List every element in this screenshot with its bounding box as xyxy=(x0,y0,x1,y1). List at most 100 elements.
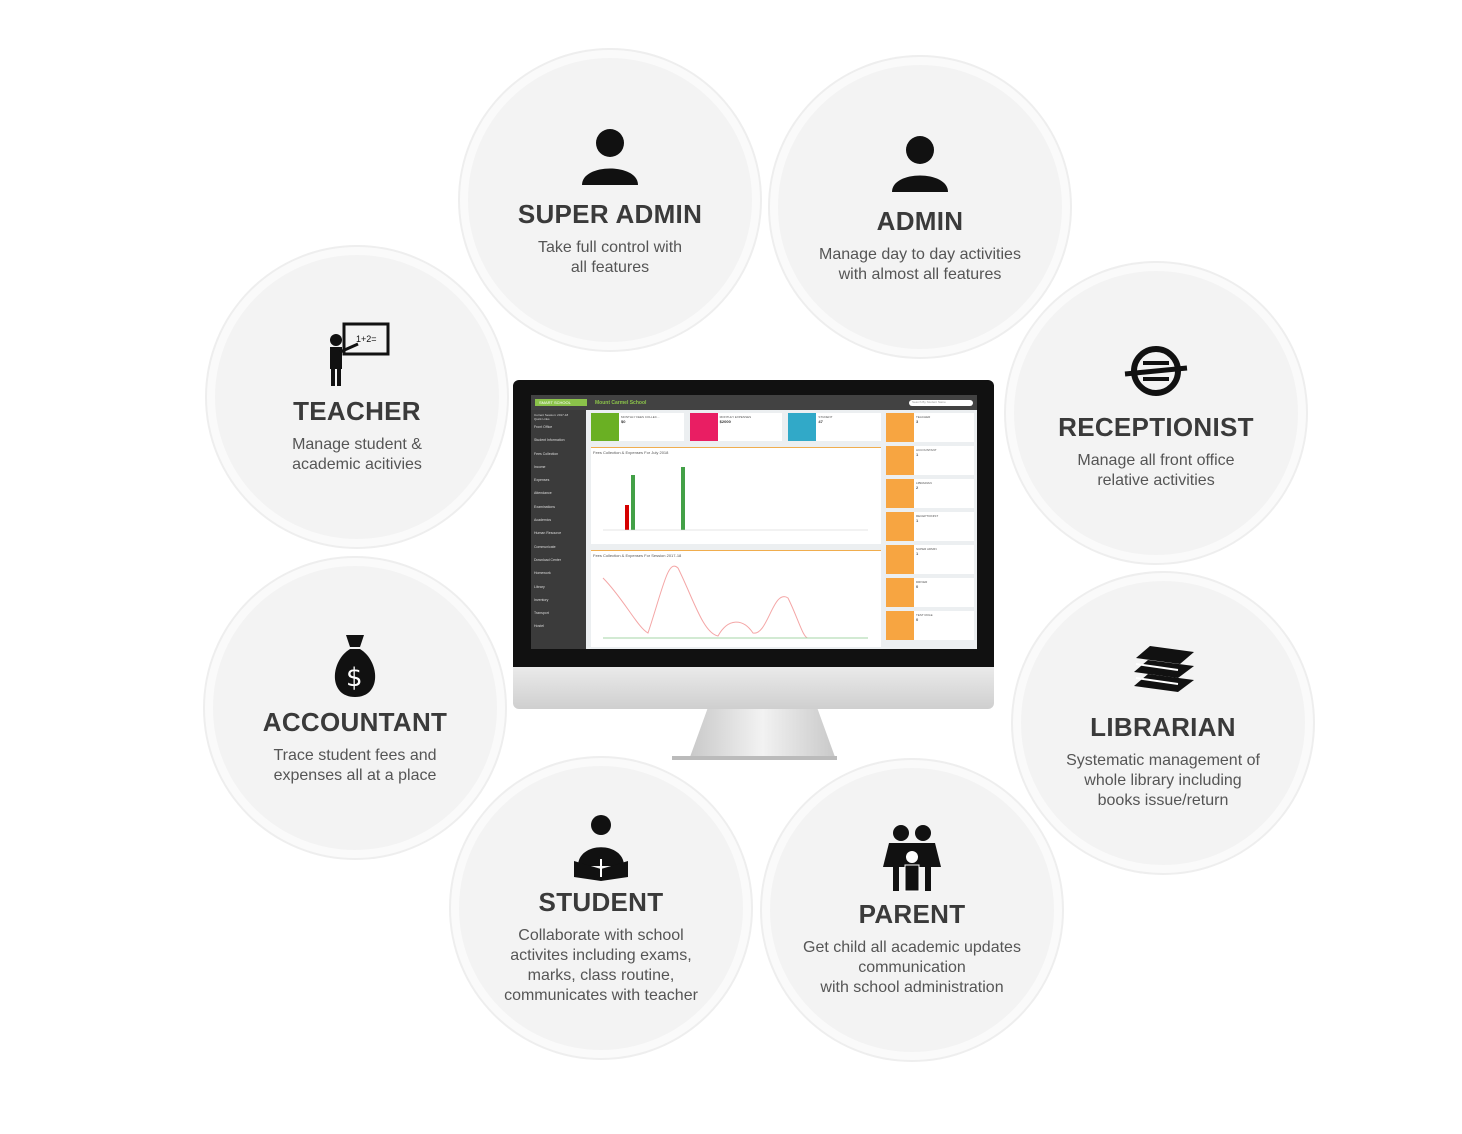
search-input[interactable]: Search By Student Name xyxy=(909,399,973,406)
role-description: Systematic management of whole library i… xyxy=(1066,751,1260,809)
sidebar-item[interactable]: Hostel xyxy=(534,624,544,629)
staff-label: TEST ROLE xyxy=(916,613,933,617)
money-bag-icon: $ xyxy=(334,634,376,697)
person-icon xyxy=(892,135,948,192)
monitor: SMART SCHOOL Mount Carmel School Search … xyxy=(513,380,994,710)
books-icon xyxy=(1134,645,1194,692)
dashboard-screen: SMART SCHOOL Mount Carmel School Search … xyxy=(531,395,977,649)
role-description: Manage all front office relative activit… xyxy=(1077,451,1235,489)
sidebar-item[interactable]: Attendance xyxy=(534,491,552,496)
monitor-stand xyxy=(690,709,835,757)
user-icon xyxy=(886,611,914,640)
bar-chart xyxy=(603,467,868,531)
role-card-super-admin: SUPER ADMIN Take full control with all fe… xyxy=(460,50,760,350)
school-name: Mount Carmel School xyxy=(595,399,647,406)
staff-count: 0 xyxy=(916,617,919,622)
sidebar-item[interactable]: Homework xyxy=(534,571,551,576)
sidebar-item[interactable]: Examinations xyxy=(534,504,556,509)
staff-count: 1 xyxy=(916,452,919,457)
sidebar-item[interactable]: Student Information xyxy=(534,438,565,443)
staff-count: 3 xyxy=(916,419,919,424)
sidebar-item[interactable]: Human Resource xyxy=(534,531,562,536)
role-description: Manage day to day activities with almost… xyxy=(819,245,1021,283)
quick-links[interactable]: Quick Links xyxy=(534,417,550,421)
sidebar-item[interactable]: Communicate xyxy=(534,544,556,549)
svg-text:1+2=: 1+2= xyxy=(356,334,377,344)
line xyxy=(602,565,868,639)
parent-child-icon xyxy=(883,824,941,891)
user-icon xyxy=(886,578,914,607)
sidebar-item[interactable]: Library xyxy=(534,584,545,589)
role-title: TEACHER xyxy=(293,395,421,426)
sidebar-item[interactable]: Front Office xyxy=(534,425,553,429)
role-title: RECEPTIONIST xyxy=(1058,411,1254,442)
staff-count: 1 xyxy=(916,551,919,556)
teacher-board-icon: 1+2= xyxy=(330,322,390,386)
user-icon xyxy=(886,479,914,508)
sidebar-item[interactable]: Fees Collection xyxy=(534,451,559,456)
user-icon xyxy=(886,413,914,442)
user-icon xyxy=(886,545,914,574)
staff-count: 1 xyxy=(916,518,919,523)
topbar: SMART SCHOOL Mount Carmel School Search … xyxy=(531,395,977,410)
sidebar-item[interactable]: Transport xyxy=(534,611,549,616)
bar xyxy=(631,475,635,530)
line-chart xyxy=(602,565,868,639)
role-title: LIBRARIAN xyxy=(1090,711,1236,742)
role-title: STUDENT xyxy=(538,886,664,917)
bar xyxy=(681,467,685,530)
chart-title: Fees Collection & Expenses For July 2018 xyxy=(593,450,669,455)
staff-label: DRIVER xyxy=(916,580,928,584)
svg-text:$: $ xyxy=(346,663,363,693)
stat-label: STUDENT xyxy=(818,415,833,419)
user-icon xyxy=(886,446,914,475)
monitor-base xyxy=(672,756,837,760)
staff-count: 2 xyxy=(916,485,919,490)
staff-label: TEACHER xyxy=(916,415,931,419)
monitor-chin xyxy=(513,667,994,709)
chart-title: Fees Collection & Expenses For Session 2… xyxy=(593,553,682,558)
sidebar-item[interactable]: Expenses xyxy=(534,478,550,483)
staff-label: ACCOUNTANT xyxy=(916,448,937,452)
sidebar-item[interactable]: Income xyxy=(534,464,546,469)
sidebar-item[interactable]: Academics xyxy=(534,518,552,523)
staff-label: RECEPTIONIST xyxy=(916,514,939,518)
role-title: ADMIN xyxy=(876,205,964,236)
sidebar-item[interactable]: Inventory xyxy=(534,597,549,602)
role-card-receptionist: RECEPTIONIST Manage all front office rela… xyxy=(1006,263,1306,563)
student-reading-icon xyxy=(574,814,628,881)
chart-panel-monthly: Fees Collection & Expenses For July 2018 xyxy=(591,447,881,544)
person-icon xyxy=(582,128,638,185)
stat-card: MONTHLY EXPENSES$2000 xyxy=(689,413,783,441)
role-description: Manage student & academic acitivies xyxy=(292,435,422,473)
logo: SMART SCHOOL xyxy=(535,399,587,406)
stat-icon xyxy=(689,413,718,441)
sidebar: Current Session: 2017-18 Quick Links Fro… xyxy=(531,410,586,649)
role-card-student: STUDENT Collaborate with school activites… xyxy=(451,758,751,1058)
monitor-bezel: SMART SCHOOL Mount Carmel School Search … xyxy=(513,380,994,667)
role-description: Take full control with all features xyxy=(537,238,683,276)
role-title: PARENT xyxy=(858,898,966,929)
stat-value: $0 xyxy=(621,419,626,424)
role-description: Collaborate with school activites includ… xyxy=(504,926,698,1004)
stat-icon xyxy=(591,413,619,441)
stat-icon xyxy=(788,413,817,441)
sidebar-item[interactable]: Download Center xyxy=(534,557,562,562)
staff-label: SUPER ADMIN xyxy=(916,547,937,551)
role-card-admin: ADMIN Manage day to day activities with a… xyxy=(770,57,1070,357)
session-label: Current Session: 2017-18 xyxy=(534,413,569,417)
bar xyxy=(625,505,629,530)
staff-label: LIBRARIAN xyxy=(916,481,932,485)
role-title: SUPER ADMIN xyxy=(517,198,703,229)
staff-count: 0 xyxy=(916,584,919,589)
